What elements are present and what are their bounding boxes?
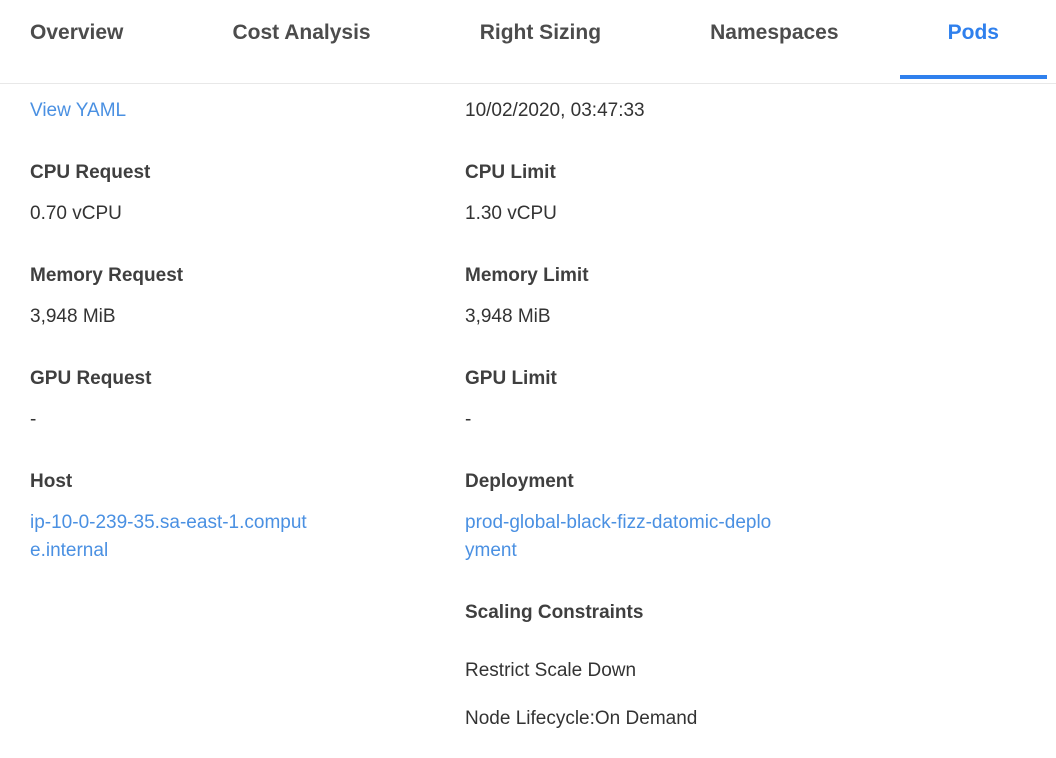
host-label: Host bbox=[30, 471, 73, 492]
field-memory-limit: Memory Limit 3,948 MiB bbox=[465, 262, 1056, 331]
view-yaml-link[interactable]: View YAML bbox=[30, 100, 127, 121]
field-cpu-request: CPU Request 0.70 vCPU bbox=[30, 159, 465, 228]
gpu-limit-value: - bbox=[465, 409, 472, 430]
scaling-constraints-section: Scaling Constraints Restrict Scale Down … bbox=[465, 599, 1056, 733]
scaling-constraints-label: Scaling Constraints bbox=[465, 602, 644, 623]
tab-right-sizing[interactable]: Right Sizing bbox=[479, 21, 602, 44]
scaling-item-node-lifecycle: Node Lifecycle:On Demand bbox=[465, 708, 698, 729]
tab-namespaces[interactable]: Namespaces bbox=[710, 21, 839, 44]
gpu-request-label: GPU Request bbox=[30, 368, 152, 389]
tab-overview[interactable]: Overview bbox=[30, 21, 124, 44]
tab-cost-analysis[interactable]: Cost Analysis bbox=[232, 21, 371, 44]
tab-pods[interactable]: Pods bbox=[899, 0, 1048, 83]
timestamp: 10/02/2020, 03:47:33 bbox=[465, 100, 645, 121]
memory-limit-value: 3,948 MiB bbox=[465, 306, 551, 327]
pod-details-panel: View YAML CPU Request 0.70 vCPU Memory R… bbox=[0, 84, 1056, 733]
memory-request-label: Memory Request bbox=[30, 265, 184, 286]
field-memory-request: Memory Request 3,948 MiB bbox=[30, 262, 465, 331]
tab-bar: Overview Cost Analysis Right Sizing Name… bbox=[0, 0, 1056, 84]
field-gpu-limit: GPU Limit - bbox=[465, 365, 1056, 434]
field-gpu-request: GPU Request - bbox=[30, 365, 465, 434]
cpu-request-label: CPU Request bbox=[30, 162, 151, 183]
gpu-request-value: - bbox=[30, 409, 37, 430]
field-deployment: Deployment prod-global-black-fizz-datomi… bbox=[465, 468, 1056, 565]
cpu-limit-value: 1.30 vCPU bbox=[465, 203, 557, 224]
cpu-limit-label: CPU Limit bbox=[465, 162, 556, 183]
details-left-column: View YAML CPU Request 0.70 vCPU Memory R… bbox=[30, 97, 465, 733]
deployment-label: Deployment bbox=[465, 471, 574, 492]
cpu-request-value: 0.70 vCPU bbox=[30, 203, 122, 224]
scaling-item-restrict-scale-down: Restrict Scale Down bbox=[465, 660, 637, 681]
memory-limit-label: Memory Limit bbox=[465, 265, 589, 286]
memory-request-value: 3,948 MiB bbox=[30, 306, 116, 327]
field-host: Host ip-10-0-239-35.sa-east-1.compute.in… bbox=[30, 468, 465, 565]
field-cpu-limit: CPU Limit 1.30 vCPU bbox=[465, 159, 1056, 228]
host-link[interactable]: ip-10-0-239-35.sa-east-1.compute.interna… bbox=[30, 512, 307, 561]
deployment-link[interactable]: prod-global-black-fizz-datomic-deploymen… bbox=[465, 512, 772, 561]
gpu-limit-label: GPU Limit bbox=[465, 368, 557, 389]
details-right-column: 10/02/2020, 03:47:33 CPU Limit 1.30 vCPU… bbox=[465, 97, 1056, 733]
